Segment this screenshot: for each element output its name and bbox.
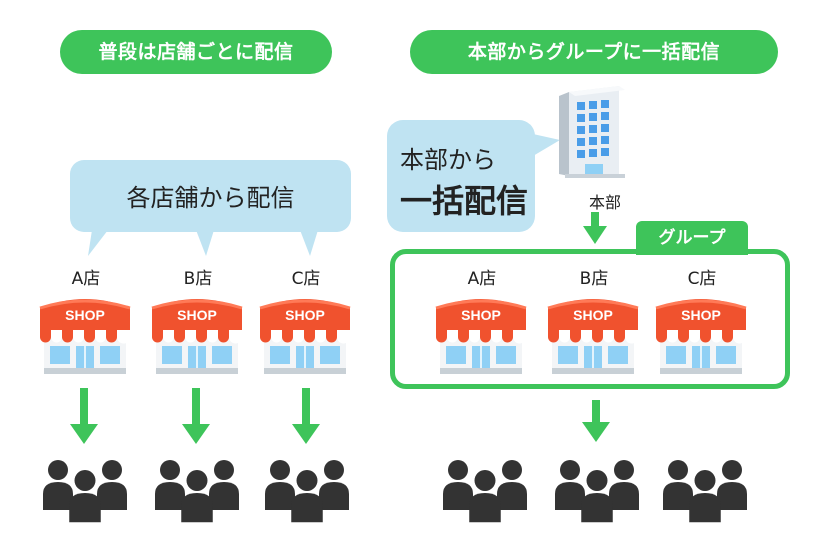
shop-sign-text: SHOP bbox=[461, 307, 501, 323]
shop-sign-text: SHOP bbox=[177, 307, 217, 323]
shop-sign-text: SHOP bbox=[285, 307, 325, 323]
right-bubble-line1: 本部から bbox=[400, 146, 496, 174]
down-arrow-icon bbox=[582, 400, 610, 442]
right-title-pill: 本部からグループに一括配信 bbox=[410, 30, 778, 74]
down-arrow-icon bbox=[70, 388, 98, 444]
left-shop-b-icon: SHOP bbox=[151, 299, 243, 374]
left-store-b-label: B店 bbox=[183, 269, 213, 289]
right-shop-b-icon: SHOP bbox=[547, 299, 639, 374]
left-store-c-label: C店 bbox=[291, 269, 321, 289]
right-store-a-label: A店 bbox=[467, 269, 497, 289]
group-box bbox=[390, 249, 790, 389]
people-group-icon bbox=[443, 460, 527, 523]
group-tag: グループ bbox=[636, 221, 748, 255]
people-group-icon bbox=[43, 460, 127, 523]
people-group-icon bbox=[155, 460, 239, 523]
left-title-pill: 普段は店舗ごとに配信 bbox=[60, 30, 332, 74]
left-shop-a-icon: SHOP bbox=[39, 299, 131, 374]
left-speech-bubble bbox=[70, 160, 351, 232]
office-building-icon bbox=[559, 86, 625, 178]
shop-sign-text: SHOP bbox=[573, 307, 613, 323]
right-title-text: 本部からグループに一括配信 bbox=[467, 41, 721, 63]
right-store-c-label: C店 bbox=[687, 269, 717, 289]
down-arrow-icon bbox=[182, 388, 210, 444]
right-bubble-line2: 一括配信 bbox=[400, 182, 529, 220]
people-group-icon bbox=[663, 460, 747, 523]
right-shop-c-icon: SHOP bbox=[655, 299, 747, 374]
people-group-icon bbox=[265, 460, 349, 523]
right-speech-bubble bbox=[387, 120, 535, 232]
right-shop-a-icon: SHOP bbox=[435, 299, 527, 374]
hq-label: 本部 bbox=[588, 193, 621, 212]
left-bubble-text: 各店舗から配信 bbox=[126, 184, 295, 212]
left-shop-c-icon: SHOP bbox=[259, 299, 351, 374]
right-store-b-label: B店 bbox=[579, 269, 609, 289]
people-group-icon bbox=[555, 460, 639, 523]
down-arrow-icon bbox=[292, 388, 320, 444]
left-store-a-label: A店 bbox=[71, 269, 101, 289]
shop-sign-text: SHOP bbox=[681, 307, 721, 323]
shop-sign-text: SHOP bbox=[65, 307, 105, 323]
left-title-text: 普段は店舗ごとに配信 bbox=[98, 41, 294, 63]
